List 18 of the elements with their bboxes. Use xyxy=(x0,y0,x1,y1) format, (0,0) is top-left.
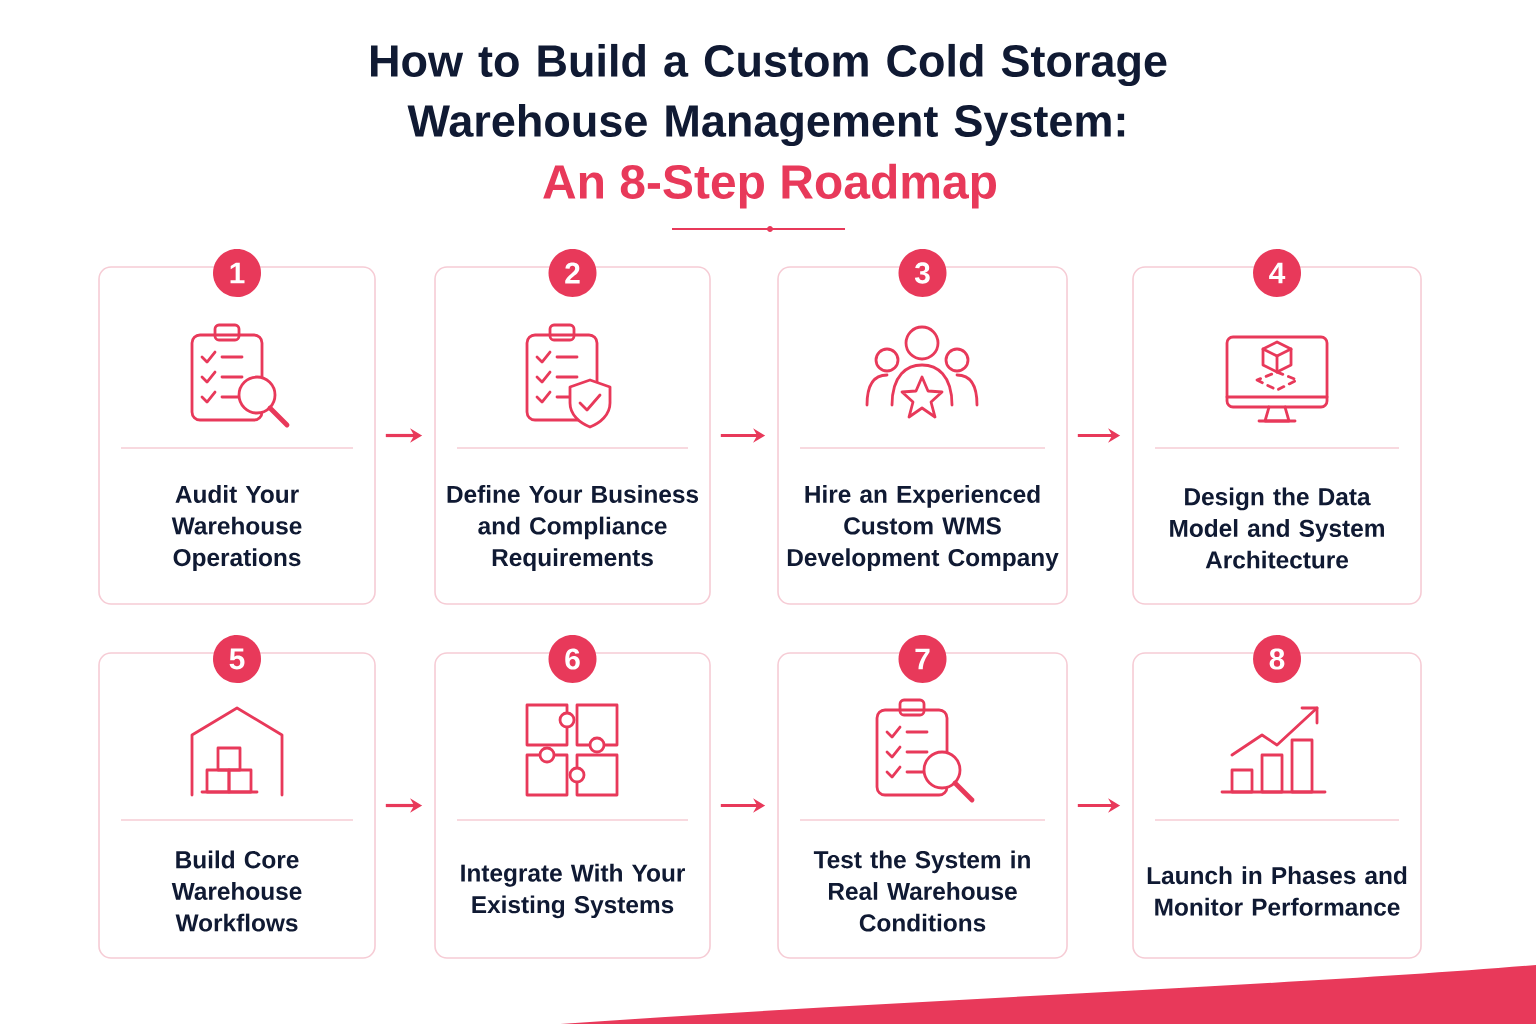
step-number-badge: 7 xyxy=(898,635,947,683)
step-title: Build Core Warehouse Workflows xyxy=(171,850,302,932)
step-title: Launch in Phases and Monitor Performance xyxy=(1147,866,1407,916)
step-number-badge: 5 xyxy=(213,635,261,683)
step-number-badge: 4 xyxy=(1253,249,1301,297)
subtitle: An 8-Step Roadmap xyxy=(543,163,996,209)
step-title: Integrate With Your Existing Systems xyxy=(461,863,685,919)
step-title: Design the Data Model and System Architecture xyxy=(1170,487,1384,569)
step-number-badge: 8 xyxy=(1253,635,1301,683)
step-number-badge: 6 xyxy=(548,635,597,683)
step-number-badge: 3 xyxy=(898,249,947,297)
step-number-badge: 1 xyxy=(213,249,261,297)
title: How to Build a Custom Cold Storage Warehouse Management System: xyxy=(371,43,1167,147)
step-number-badge: 2 xyxy=(548,249,597,297)
step-title: Define Your Business and Compliance Requirements xyxy=(447,485,699,571)
step-title: Test the System in Real Warehouse Conditions xyxy=(813,850,1030,932)
step-title: Hire an Experienced Custom WMS Development Company xyxy=(787,485,1059,571)
step-title: Audit Your Warehouse Operations xyxy=(171,485,302,571)
